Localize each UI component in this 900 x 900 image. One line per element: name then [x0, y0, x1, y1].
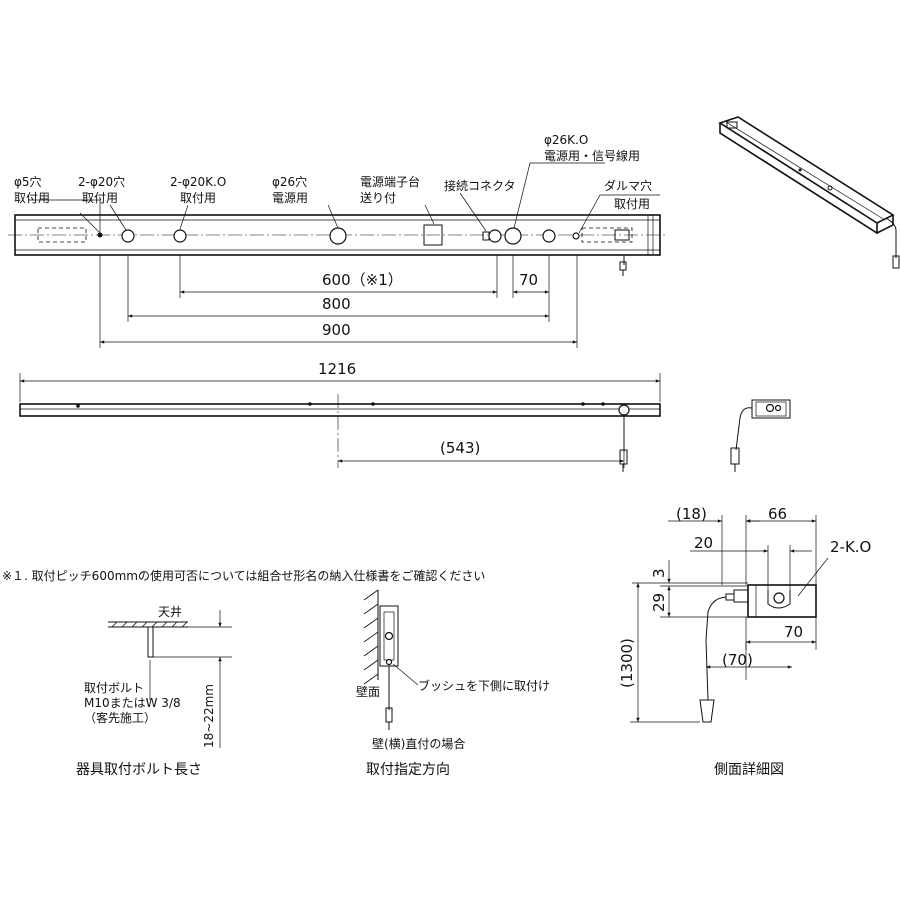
- mounting-direction-detail: 壁面 ブッシュを下側に取付け 壁(横)直付の場合 取付指定方向: [356, 589, 550, 778]
- bolt-label-3: （客先施工）: [84, 710, 156, 725]
- dim-70-side-text: 70: [784, 623, 803, 641]
- label-terminal-sub: 送り付: [360, 190, 396, 205]
- label-phi26-use: 電源用: [272, 191, 308, 205]
- bolt-length-detail: 天井 取付ボルト M10またはW 3/8 （客先施工） 18~22mm 器具取付…: [76, 605, 232, 778]
- bolt-shape: [147, 626, 154, 658]
- bolt-label-2: M10またはW 3/8: [84, 696, 181, 710]
- pull-cord-end: [699, 699, 715, 723]
- label-phi5-use: 取付用: [14, 191, 50, 205]
- fixture-body-front: [19, 403, 661, 417]
- label-phi26: φ26穴: [272, 174, 307, 189]
- dim-543-text: (543): [440, 439, 480, 457]
- label-phi20-use: 取付用: [82, 191, 118, 205]
- connector-body: [482, 231, 490, 241]
- dim-800-text: 800: [322, 295, 351, 313]
- top-view: φ5穴 取付用 2-φ20穴 取付用 2-φ20K.O 取付用 φ26穴 電源用…: [8, 133, 668, 348]
- bolt-label-1: 取付ボルト: [84, 681, 144, 695]
- connector-hole: [488, 229, 502, 243]
- phi26-hole: [329, 227, 347, 245]
- bolt-length-text: 18~22mm: [202, 684, 216, 748]
- mount-slot-left: [37, 227, 87, 243]
- front-view: 1216 (543): [19, 360, 661, 472]
- caption-side-detail: 側面詳細図: [714, 762, 784, 778]
- caption-mounting-direction: 取付指定方向: [366, 762, 450, 778]
- dim-70p-text: (70): [722, 651, 753, 669]
- bushing-label: ブッシュを下側に取付け: [418, 678, 550, 693]
- side-detail: (18) 66 20 3 29 2-K.O 70 (70) (1300) 側面詳…: [618, 505, 871, 778]
- label-connector: 接続コネクタ: [444, 178, 516, 193]
- phi26ko-hole: [504, 227, 522, 245]
- caption-bolt-length: 器具取付ボルト長さ: [76, 762, 202, 778]
- note-pitch: ※１. 取付ピッチ600mmの使用可否については組合せ形名の納入仕様書をご確認く…: [2, 568, 485, 583]
- dim-1300-text: (1300): [618, 638, 636, 688]
- mount-slot-right: [581, 227, 633, 243]
- phi5-hole: [97, 232, 103, 238]
- label-daruma: ダルマ穴: [604, 178, 652, 193]
- dim-29-text: 29: [650, 593, 668, 612]
- label-terminal: 電源端子台: [360, 174, 420, 189]
- daruma-hole: [572, 232, 580, 240]
- small-side-view: [730, 399, 791, 472]
- label-phi5: φ5穴: [14, 174, 42, 189]
- ko-label: 2-K.O: [830, 538, 871, 556]
- phi20ko-hole-1: [173, 229, 187, 243]
- phi20ko-hole-2: [542, 229, 556, 243]
- dim-18-text: (18): [676, 505, 707, 523]
- dim-3-text: 3: [650, 568, 668, 578]
- dim-70-text: 70: [519, 271, 538, 289]
- dim-1216-text: 1216: [318, 360, 356, 378]
- terminal-block: [423, 224, 443, 246]
- phi20-hole-1: [121, 229, 135, 243]
- label-phi26ko: φ26K.O: [544, 133, 588, 147]
- dim-20-text: 20: [694, 534, 713, 552]
- label-phi26ko-use: 電源用・信号線用: [544, 148, 640, 163]
- wall-label: 壁面: [356, 684, 380, 699]
- isometric-view: [718, 116, 900, 269]
- label-daruma-use: 取付用: [614, 197, 650, 211]
- wall-case-label: 壁(横)直付の場合: [372, 736, 465, 751]
- label-phi20ko: 2-φ20K.O: [170, 175, 226, 189]
- dim-66-text: 66: [768, 505, 787, 523]
- label-phi20: 2-φ20穴: [78, 174, 125, 189]
- ceiling-label: 天井: [158, 605, 182, 619]
- label-phi20ko-use: 取付用: [180, 191, 216, 205]
- dim-600-text: 600（※1）: [322, 271, 403, 289]
- dim-900-text: 900: [322, 321, 351, 339]
